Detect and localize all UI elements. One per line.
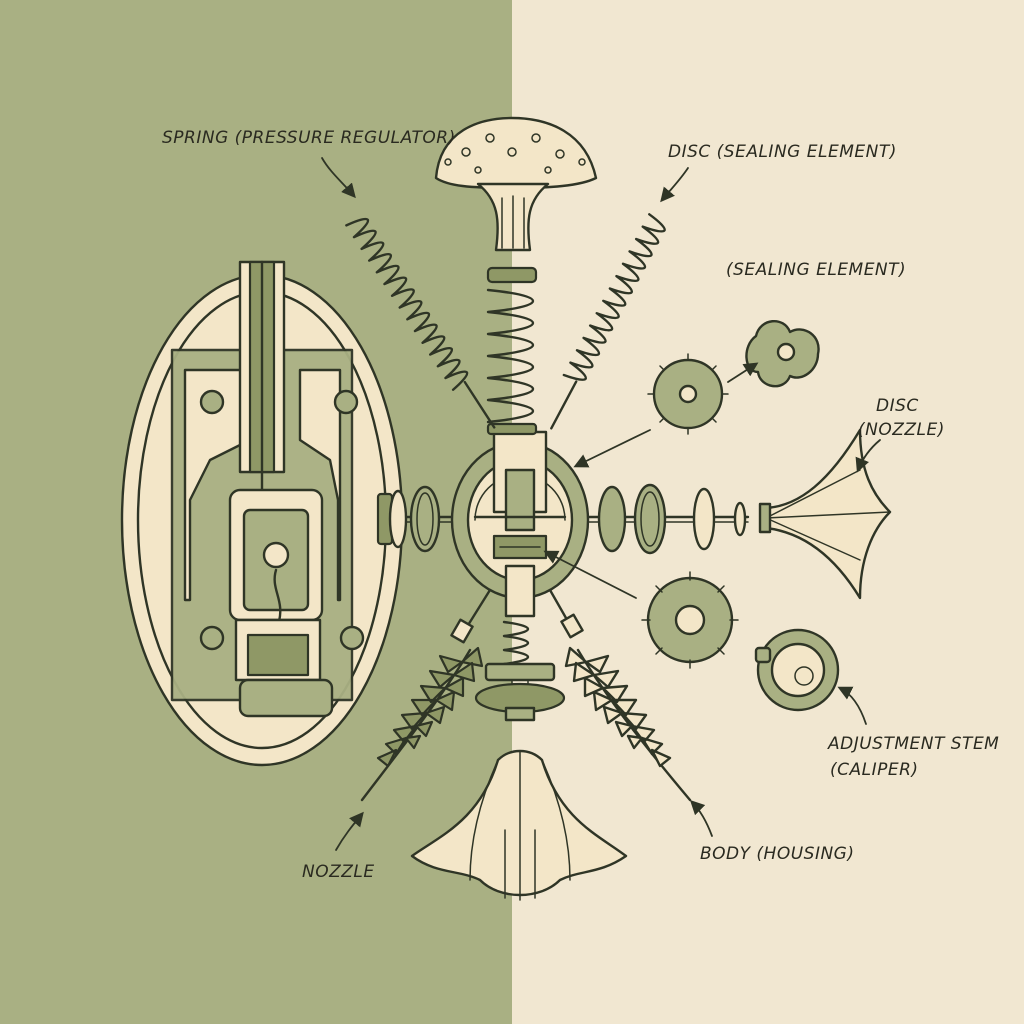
left-gear-wheel — [409, 485, 441, 553]
lower-stem — [474, 564, 566, 722]
label-sealing-element: (SEALING ELEMENT) — [726, 260, 907, 280]
right-wheel-3 — [692, 487, 716, 551]
right-gear-wheel-1 — [597, 485, 627, 553]
label-disc-nozzle-2: (NOZZLE) — [858, 420, 945, 440]
coil-spring-icon — [486, 266, 538, 436]
right-wheel-4 — [733, 501, 747, 537]
left-wheel-small — [388, 489, 408, 549]
label-body: BODY (HOUSING) — [700, 844, 855, 864]
label-adjustment-1: ADJUSTMENT STEM — [828, 734, 1000, 754]
right-gear-wheel-2 — [633, 483, 667, 555]
label-spring: SPRING (PRESSURE REGULATOR) — [162, 128, 456, 148]
lower-gear — [641, 571, 739, 669]
right-fern-frond — [564, 646, 692, 802]
mushroom-cap-icon — [434, 116, 598, 252]
fern-frond-icon — [360, 646, 484, 802]
upper-left-spring — [345, 217, 496, 429]
flower-bell-icon — [410, 749, 628, 901]
leader-arrows — [321, 157, 881, 851]
lower-right-pin — [548, 588, 584, 639]
upper-right-spring — [550, 213, 666, 430]
label-adjustment-2: (CALIPER) — [830, 760, 919, 780]
gear-icon — [647, 353, 729, 435]
label-disc-nozzle-1: DISC — [876, 396, 919, 416]
adjustment-knob-icon — [754, 628, 840, 712]
lower-left-pin — [450, 588, 492, 644]
label-disc-sealing: DISC (SEALING ELEMENT) — [668, 142, 897, 162]
cutaway-housing — [120, 260, 404, 767]
label-nozzle: NOZZLE — [302, 862, 375, 882]
